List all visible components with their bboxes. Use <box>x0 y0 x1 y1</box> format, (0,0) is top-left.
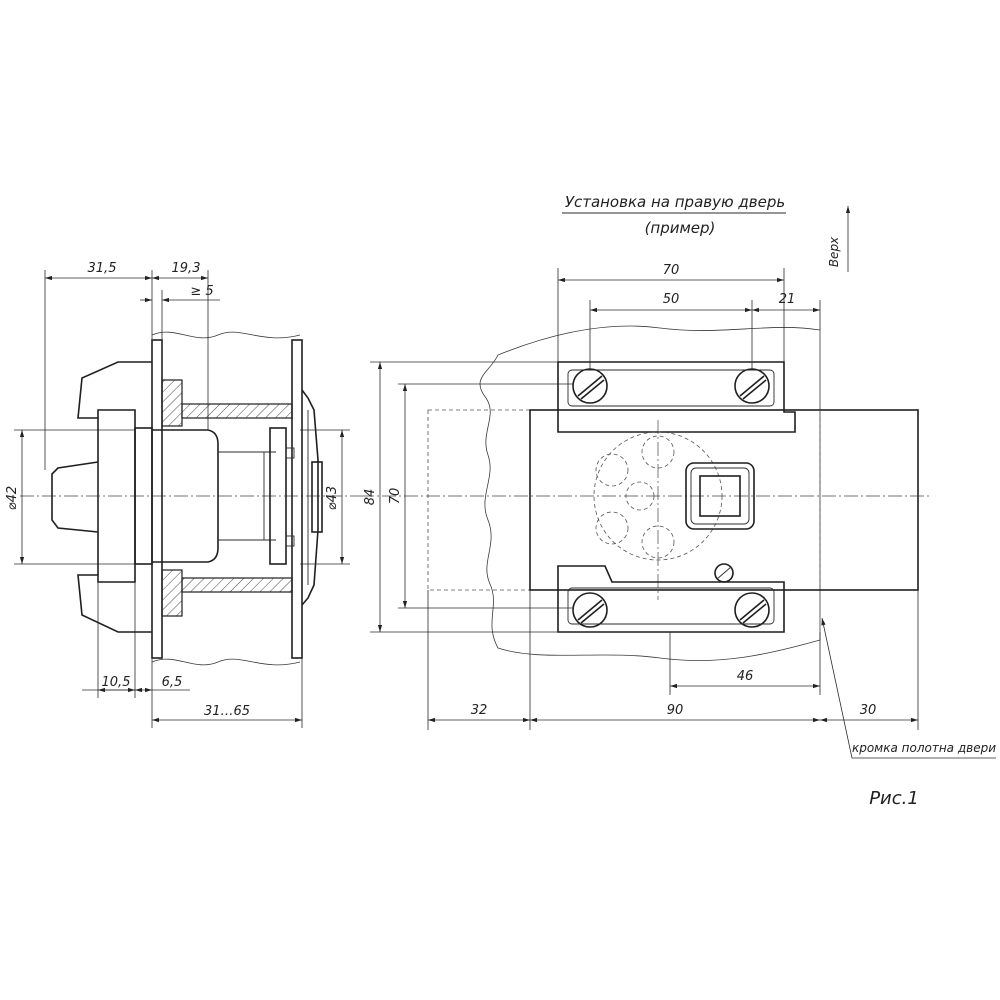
screw-top-left-icon <box>572 368 608 404</box>
screw-head-top <box>285 447 295 459</box>
mounting-plate-top <box>557 361 796 433</box>
hidden-lobe-1 <box>595 453 629 487</box>
outer-escutcheon <box>77 361 152 633</box>
dim-19-3: 19,3 <box>172 261 201 276</box>
dim-10-5: 10,5 <box>102 675 131 690</box>
spacer-top <box>161 379 183 427</box>
plate-top-slot <box>567 369 775 407</box>
dim-body-90: 90 <box>667 703 684 718</box>
dim-door-range: 31…65 <box>204 704 250 719</box>
edge-leader-line <box>821 617 996 759</box>
inner-flange <box>269 427 287 565</box>
spindle-frame-inner <box>690 467 750 525</box>
door-plate-inner <box>291 339 303 659</box>
figure-caption: Рис.1 <box>869 788 919 809</box>
front-view: Установка на правую дверь (пример) Верх <box>360 193 996 809</box>
screw-head-bottom <box>285 535 295 547</box>
dim-height-70: 70 <box>388 488 403 505</box>
dim-height-84: 84 <box>363 489 378 506</box>
square-spindle-hole <box>699 475 741 517</box>
orientation-label: Верх <box>827 236 841 267</box>
mounting-plate-bottom <box>557 565 785 633</box>
dim-width-70: 70 <box>663 263 680 278</box>
hidden-lobe-3 <box>641 435 675 469</box>
dim-gap-5: ≥ 5 <box>190 284 213 299</box>
inner-knob <box>301 389 319 606</box>
dim-offset-21: 21 <box>779 292 796 307</box>
lock-body <box>529 409 919 591</box>
spacer-bottom <box>161 569 183 617</box>
door-break-top <box>151 331 301 339</box>
dim-spacing-50: 50 <box>663 292 680 307</box>
dim-left-32: 32 <box>471 703 488 718</box>
door-plate-outer <box>151 339 163 659</box>
hidden-hub <box>625 481 655 511</box>
dim-dia-42: ⌀42 <box>5 486 20 510</box>
door-leaf-outline <box>479 325 821 661</box>
tube-bottom <box>181 577 293 593</box>
small-screw-icon <box>714 563 734 583</box>
side-view: 31,5 19,3 ≥ 5 ⌀42 ⌀43 10,5 6,5 31…65 <box>5 261 360 728</box>
hidden-rosette <box>593 431 723 561</box>
tube-top <box>181 403 293 419</box>
spindle-frame <box>685 462 755 530</box>
screw-bottom-left-icon <box>572 592 608 628</box>
title-line1: Установка на правую дверь <box>565 193 785 211</box>
dim-dia-43: ⌀43 <box>325 486 340 510</box>
dim-right-30: 30 <box>860 703 877 718</box>
dim-31-5: 31,5 <box>88 261 117 276</box>
dim-6-5: 6,5 <box>162 675 183 690</box>
cylinder-flange <box>134 427 153 565</box>
key-plug <box>51 461 99 533</box>
title-line2: (пример) <box>645 219 716 237</box>
door-break-bottom <box>151 658 301 666</box>
edge-note: кромка полотна двери <box>852 741 996 755</box>
hidden-lobe-4 <box>641 525 675 559</box>
screw-bottom-right-icon <box>734 592 770 628</box>
plate-bottom-slot <box>567 587 775 625</box>
cylinder-body <box>152 429 219 563</box>
hidden-lobe-2 <box>595 511 629 545</box>
screw-top-right-icon <box>734 368 770 404</box>
dim-offset-46: 46 <box>737 669 754 684</box>
hidden-contour-left <box>427 409 531 591</box>
knob-stem <box>311 461 323 533</box>
